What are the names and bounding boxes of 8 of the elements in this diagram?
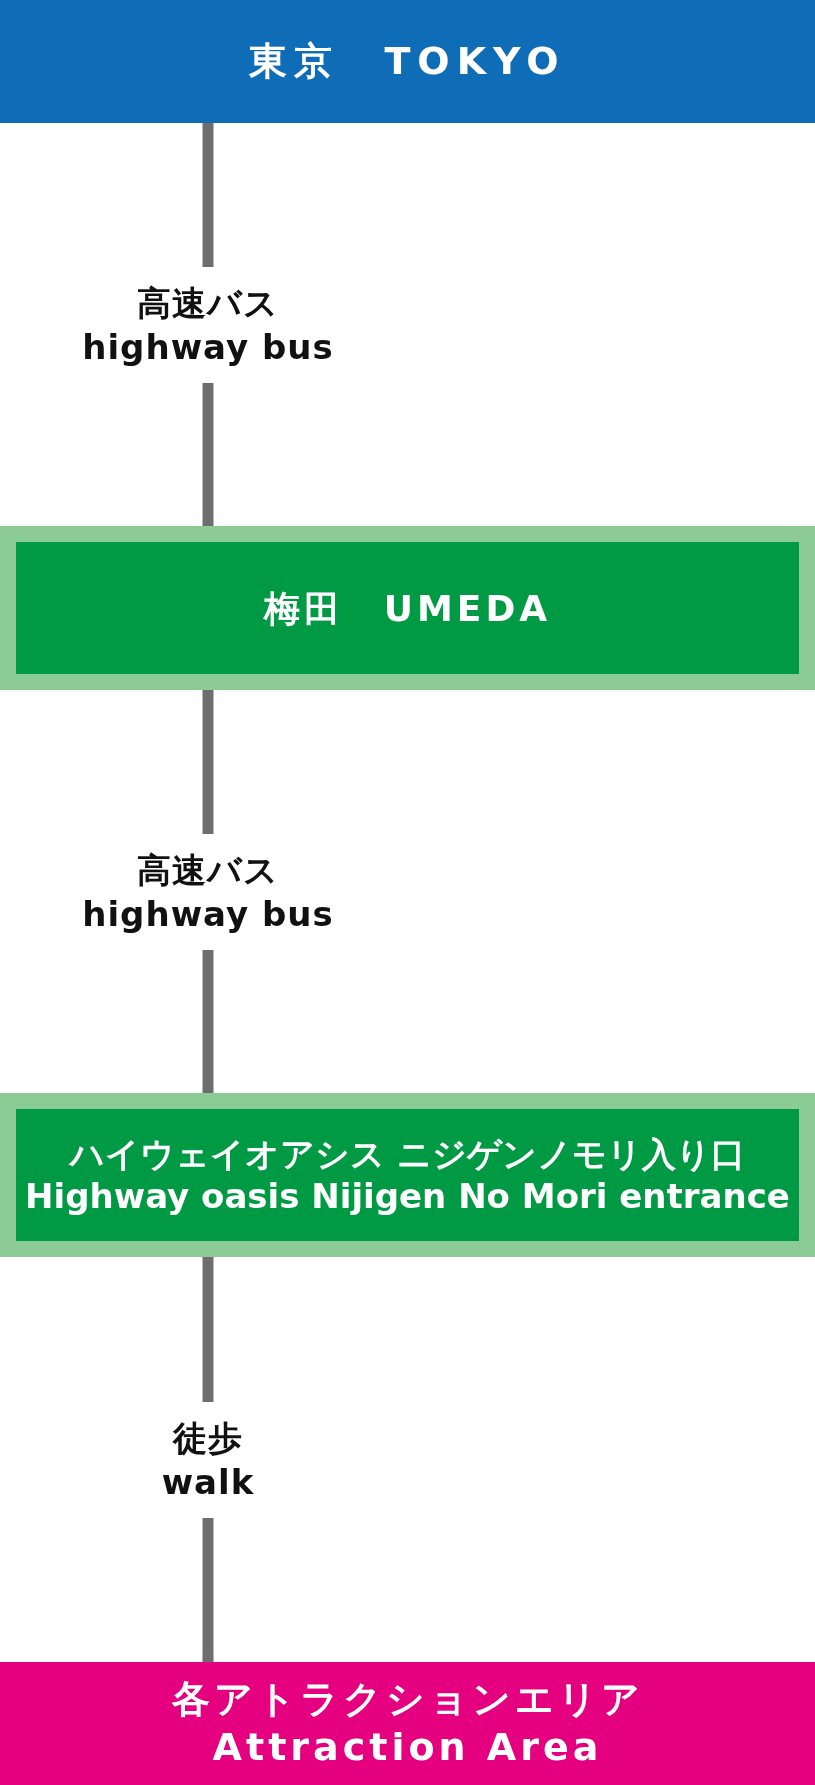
station-name: ハイウェイオアシス ニジゲンノモリ入り口: [70, 1132, 745, 1175]
station-box: [0, 1093, 815, 1257]
station-name: Attraction Area: [212, 1723, 603, 1771]
station-box: 梅田 UMEDA: [0, 526, 815, 690]
destination-band: [0, 1662, 815, 1785]
station-band: 東京 TOKYO: [0, 0, 815, 123]
station-name: 各アトラクションエリア: [171, 1676, 644, 1723]
station-name: Highway oasis Nijigen No Mori entrance: [25, 1175, 790, 1218]
